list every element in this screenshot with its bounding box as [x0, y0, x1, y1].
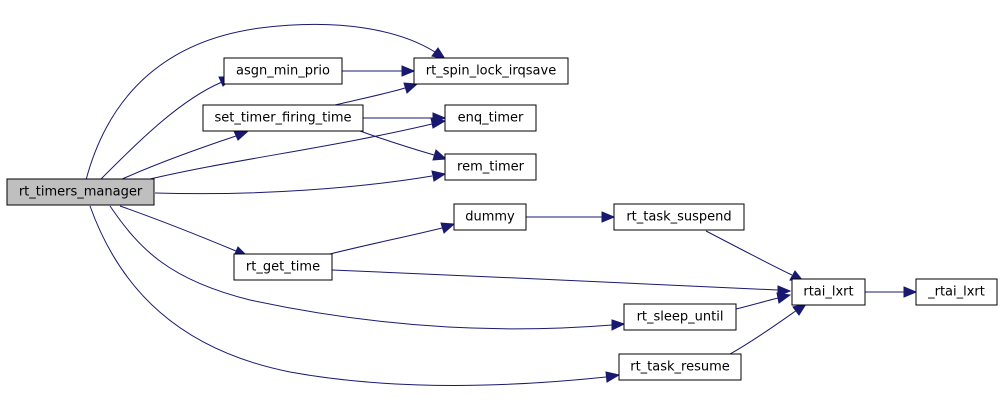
node-label: rt_timers_manager — [19, 185, 143, 200]
arrowhead — [432, 112, 447, 124]
arrowhead — [776, 292, 792, 304]
node-rt-sleep-until[interactable]: rt_sleep_until — [623, 303, 737, 331]
arrowhead — [601, 211, 616, 223]
edge-rt-get-time-to-rtai-lxrt — [331, 269, 779, 291]
node-label: rem_timer — [457, 160, 525, 175]
arrowhead — [611, 319, 626, 331]
edge-rt-timers-manager-to-rt-spin-lock-irqsave — [85, 23, 436, 181]
arrowhead — [431, 170, 447, 182]
edge-rt-timers-manager-to-set-timer-firing-time — [119, 135, 237, 181]
edge-set-timer-firing-time-to-rt-spin-lock-irqsave — [334, 87, 406, 106]
node-label: enq_timer — [458, 111, 524, 126]
nodes: rt_timers_manager asgn_min_prio rt_spin_… — [6, 57, 998, 381]
node-asgn-min-prio[interactable]: asgn_min_prio — [223, 57, 343, 85]
node-rt-get-time[interactable]: rt_get_time — [233, 253, 333, 281]
arrowhead — [792, 303, 808, 316]
node-label: set_timer_firing_time — [214, 111, 351, 126]
edge-rt-task-suspend-to-rtai-lxrt — [705, 230, 793, 276]
edge-rt-timers-manager-to-enq-timer — [145, 123, 433, 181]
edge-rt-task-resume-to-rtai-lxrt — [729, 309, 798, 355]
node-label: rt_spin_lock_irqsave — [426, 64, 556, 79]
arrowhead — [403, 82, 419, 94]
node-label: rtai_lxrt — [803, 285, 853, 300]
arrowhead — [432, 149, 448, 161]
node-label: rt_get_time — [246, 260, 320, 275]
node-enq-timer[interactable]: enq_timer — [444, 104, 537, 132]
node-label: rt_task_suspend — [626, 210, 731, 225]
arrowhead — [605, 371, 621, 383]
arrowhead — [440, 222, 456, 234]
edges — [85, 23, 918, 386]
edge-rt-timers-manager-to-rt-sleep-until — [109, 205, 613, 330]
edge-rt-timers-manager-to-rt-get-time — [119, 205, 237, 252]
edge-rt-get-time-to-dummy — [329, 227, 443, 255]
node-rtai-lxrt[interactable]: rtai_lxrt — [791, 278, 866, 306]
node-label: rt_task_resume — [630, 360, 730, 375]
node-label: asgn_min_prio — [236, 64, 330, 79]
arrowhead — [431, 47, 447, 60]
node-rt-timers-manager[interactable]: rt_timers_manager — [6, 178, 155, 206]
node-label: rt_sleep_until — [637, 310, 724, 325]
edge-rt-timers-manager-to-rt-task-resume — [89, 205, 607, 386]
edge-set-timer-firing-time-to-rem-timer — [359, 130, 435, 156]
node-rt-task-resume[interactable]: rt_task_resume — [618, 353, 742, 381]
node-rt-spin-lock-irqsave[interactable]: rt_spin_lock_irqsave — [413, 57, 569, 85]
node-rem-timer[interactable]: rem_timer — [444, 153, 537, 181]
edge-rt-timers-manager-to-asgn-min-prio — [99, 81, 223, 181]
arrowhead — [903, 286, 918, 298]
node-label: _rtai_lxrt — [927, 285, 985, 300]
edge-rt-timers-manager-to-rem-timer — [154, 175, 433, 195]
node-rt-task-suspend[interactable]: rt_task_suspend — [613, 203, 745, 231]
node-label: dummy — [465, 210, 515, 225]
arrowhead — [233, 130, 249, 141]
edge-rt-sleep-until-to-rtai-lxrt — [735, 297, 779, 310]
node-set-timer-firing-time[interactable]: set_timer_firing_time — [202, 104, 364, 132]
arrowhead — [401, 65, 416, 77]
node-underscore-rtai-lxrt[interactable]: _rtai_lxrt — [915, 278, 998, 306]
node-dummy[interactable]: dummy — [453, 203, 527, 231]
